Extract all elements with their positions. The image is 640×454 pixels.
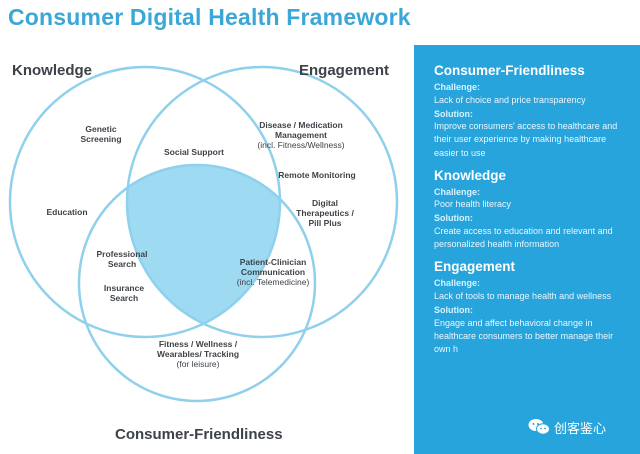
challenges-solutions-panel: Consumer-Friendliness Challenge: Lack of… — [414, 45, 640, 454]
knowledge-label: Knowledge — [12, 62, 93, 79]
fitness-wellness-tracking: Fitness / Wellness / Wearables/ Tracking… — [143, 339, 253, 369]
challenge-text: Lack of tools to manage health and welln… — [434, 290, 612, 301]
engagement-circle — [125, 65, 399, 339]
venn-diagram — [8, 65, 399, 403]
section-heading: Engagement — [434, 259, 516, 275]
challenge-text: Lack of choice and price transparency — [434, 94, 586, 105]
challenge-text: Poor health literacy — [434, 199, 512, 210]
patient-clinician-communication: Patient-Clinician Communication (incl. T… — [223, 257, 323, 287]
challenge-label: Challenge: — [434, 186, 481, 197]
disease-medication-management: Disease / Medication Management (incl. F… — [248, 120, 354, 150]
insurance-search: Insurance Search — [103, 283, 145, 303]
professional-search: Professional Search — [96, 249, 148, 269]
solution-text: Improve consumers' access to healthcare … — [434, 121, 618, 158]
section-knowledge: Knowledge Challenge: Poor health literac… — [434, 168, 630, 252]
section-heading: Consumer-Friendliness — [434, 63, 585, 78]
solution-text: Engage and affect behavioral change in h… — [434, 317, 614, 354]
disease-management-sub: (incl. Fitness/Wellness) — [257, 139, 345, 150]
section-heading: Knowledge — [434, 167, 507, 183]
knowledge-circle — [8, 65, 282, 339]
challenge-label: Challenge: — [434, 82, 481, 92]
fitness-sub: (for leisure) — [176, 358, 220, 369]
challenge-label: Challenge: — [434, 278, 481, 289]
fitness-label: Fitness / Wellness / Wearables/ Tracking — [156, 339, 240, 359]
center-intersection — [127, 165, 280, 337]
consumer-friendliness-label: Consumer-Friendliness — [115, 426, 283, 443]
solution-label: Solution: — [434, 108, 473, 119]
watermark: 创客鉴心 — [528, 414, 636, 440]
consumer-friendliness-circle — [77, 163, 317, 403]
patient-clinician-sub: (incl. Telemedicine) — [236, 276, 310, 287]
solution-label: Solution: — [434, 213, 473, 224]
disease-management-label: Disease / Medication Management — [259, 120, 343, 140]
genetic-screening: Genetic Screening — [80, 124, 122, 144]
social-support: Social Support — [164, 147, 224, 157]
engagement-label: Engagement — [299, 62, 390, 79]
wechat-icon — [528, 418, 550, 436]
remote-monitoring: Remote Monitoring — [278, 170, 356, 180]
education: Education — [46, 207, 88, 217]
solution-label: Solution: — [434, 304, 473, 315]
section-consumer-friendliness: Consumer-Friendliness Challenge: Lack of… — [434, 63, 630, 160]
solution-text: Create access to education and relevant … — [434, 225, 613, 250]
patient-clinician-label: Patient-Clinician Communication — [239, 257, 307, 277]
page-title: Consumer Digital Health Framework — [8, 4, 411, 30]
watermark-text: 创客鉴心 — [554, 420, 607, 436]
section-engagement: Engagement Challenge: Lack of tools to m… — [434, 259, 630, 356]
digital-therapeutics: Digital Therapeutics / Pill Plus — [296, 198, 354, 228]
